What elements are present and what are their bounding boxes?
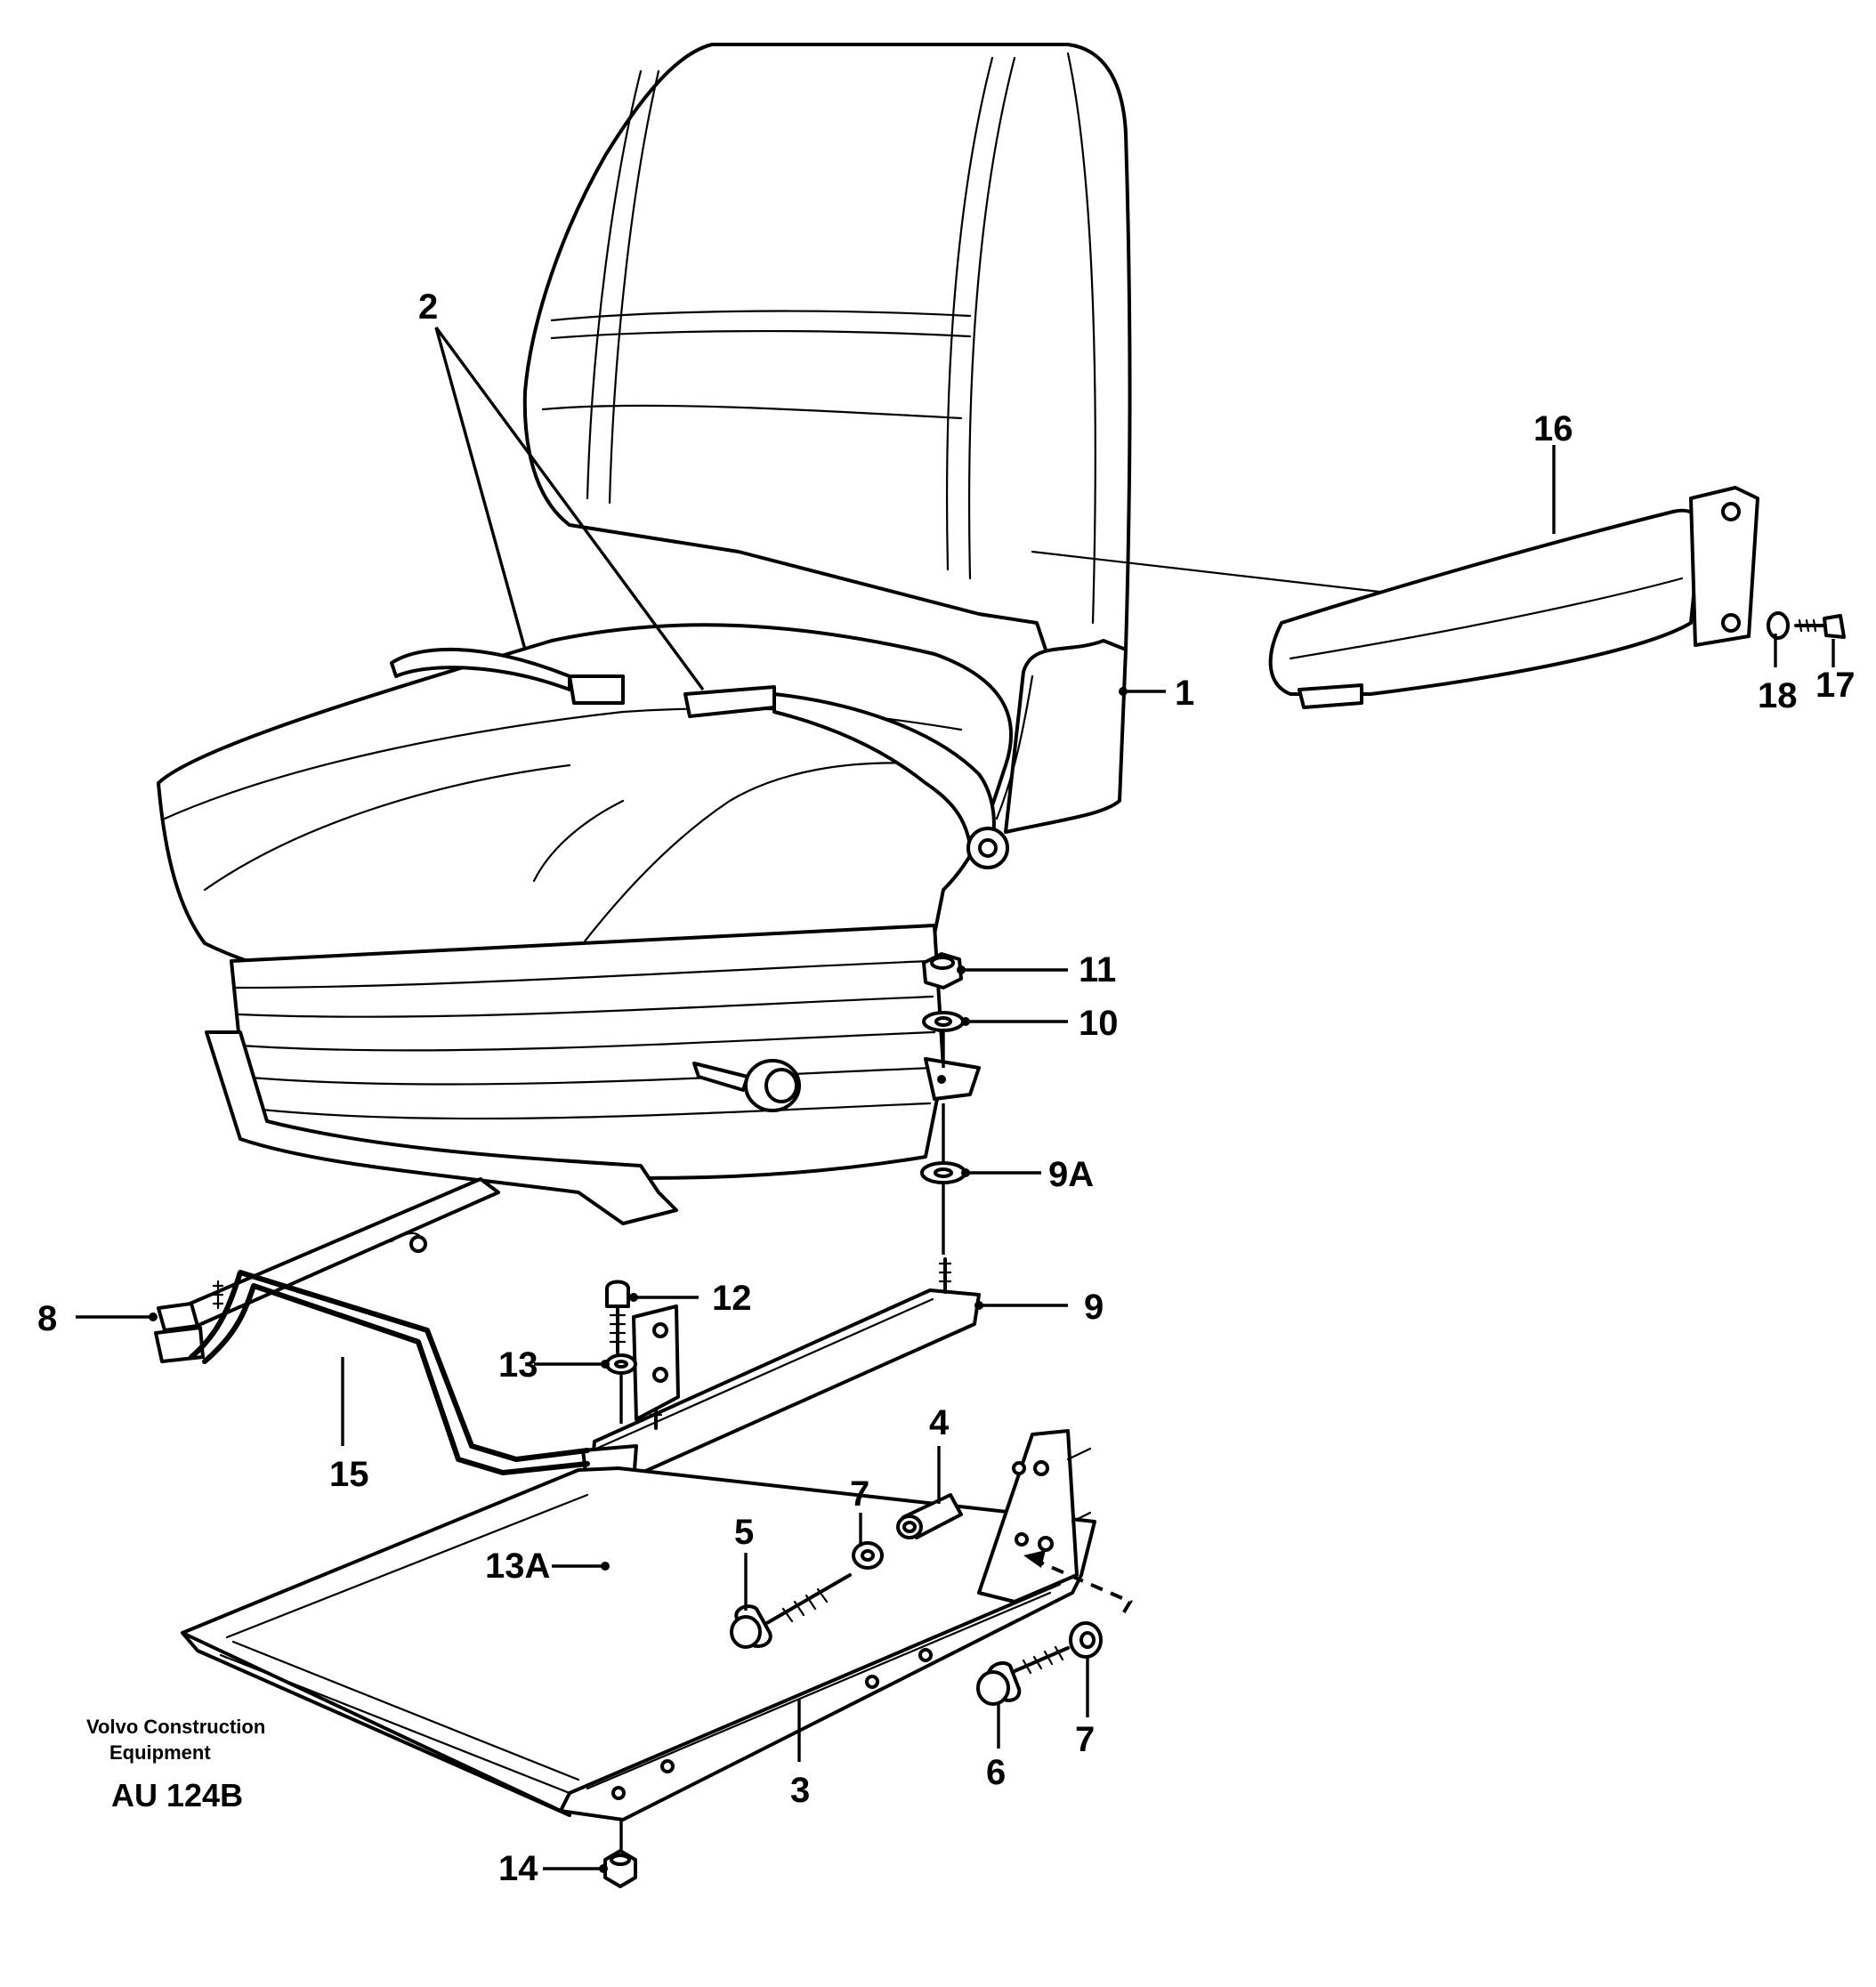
brand-line-2: Equipment	[109, 1741, 211, 1764]
bolts-and-spacer	[730, 1493, 1103, 1706]
seat-belt	[390, 647, 1009, 869]
callout-17: 17	[1815, 666, 1856, 705]
callout-9: 9	[1084, 1288, 1104, 1327]
callout-10: 10	[1079, 1004, 1119, 1043]
callout-labels: 1 2 3 4 5 6 7 7 8 9 9A 10 11 12 13 13A 1…	[37, 287, 1856, 1888]
callout-1: 1	[1175, 674, 1194, 713]
callout-6: 6	[986, 1753, 1006, 1792]
callout-8: 8	[37, 1299, 57, 1338]
callout-13: 13	[498, 1345, 538, 1385]
callout-3: 3	[790, 1771, 810, 1810]
callout-5: 5	[734, 1513, 754, 1552]
seat-backrest	[522, 43, 1132, 834]
callout-15: 15	[329, 1455, 369, 1494]
slide-handle	[189, 1270, 590, 1475]
callout-13A: 13A	[485, 1547, 550, 1586]
seat-suspension	[205, 924, 981, 1225]
slide-rails	[154, 1177, 981, 1488]
callout-7-lower: 7	[1075, 1720, 1095, 1759]
callout-18: 18	[1758, 676, 1798, 715]
right-fastener-stack	[920, 952, 966, 1255]
brand-line-1: Volvo Construction	[86, 1716, 265, 1738]
callout-4: 4	[929, 1403, 950, 1442]
drawing-credit: Volvo Construction Equipment AU 124B	[86, 1716, 265, 1813]
callout-9A: 9A	[1048, 1155, 1094, 1194]
leader-lines	[76, 326, 1835, 1873]
callout-11: 11	[1079, 950, 1116, 989]
armrest	[1031, 486, 1846, 709]
callout-16: 16	[1533, 409, 1573, 448]
callout-12: 12	[712, 1279, 752, 1318]
drawing-code: AU 124B	[111, 1777, 243, 1813]
callout-2: 2	[418, 287, 438, 327]
callout-14: 14	[498, 1849, 538, 1888]
callout-7-upper: 7	[850, 1474, 869, 1514]
